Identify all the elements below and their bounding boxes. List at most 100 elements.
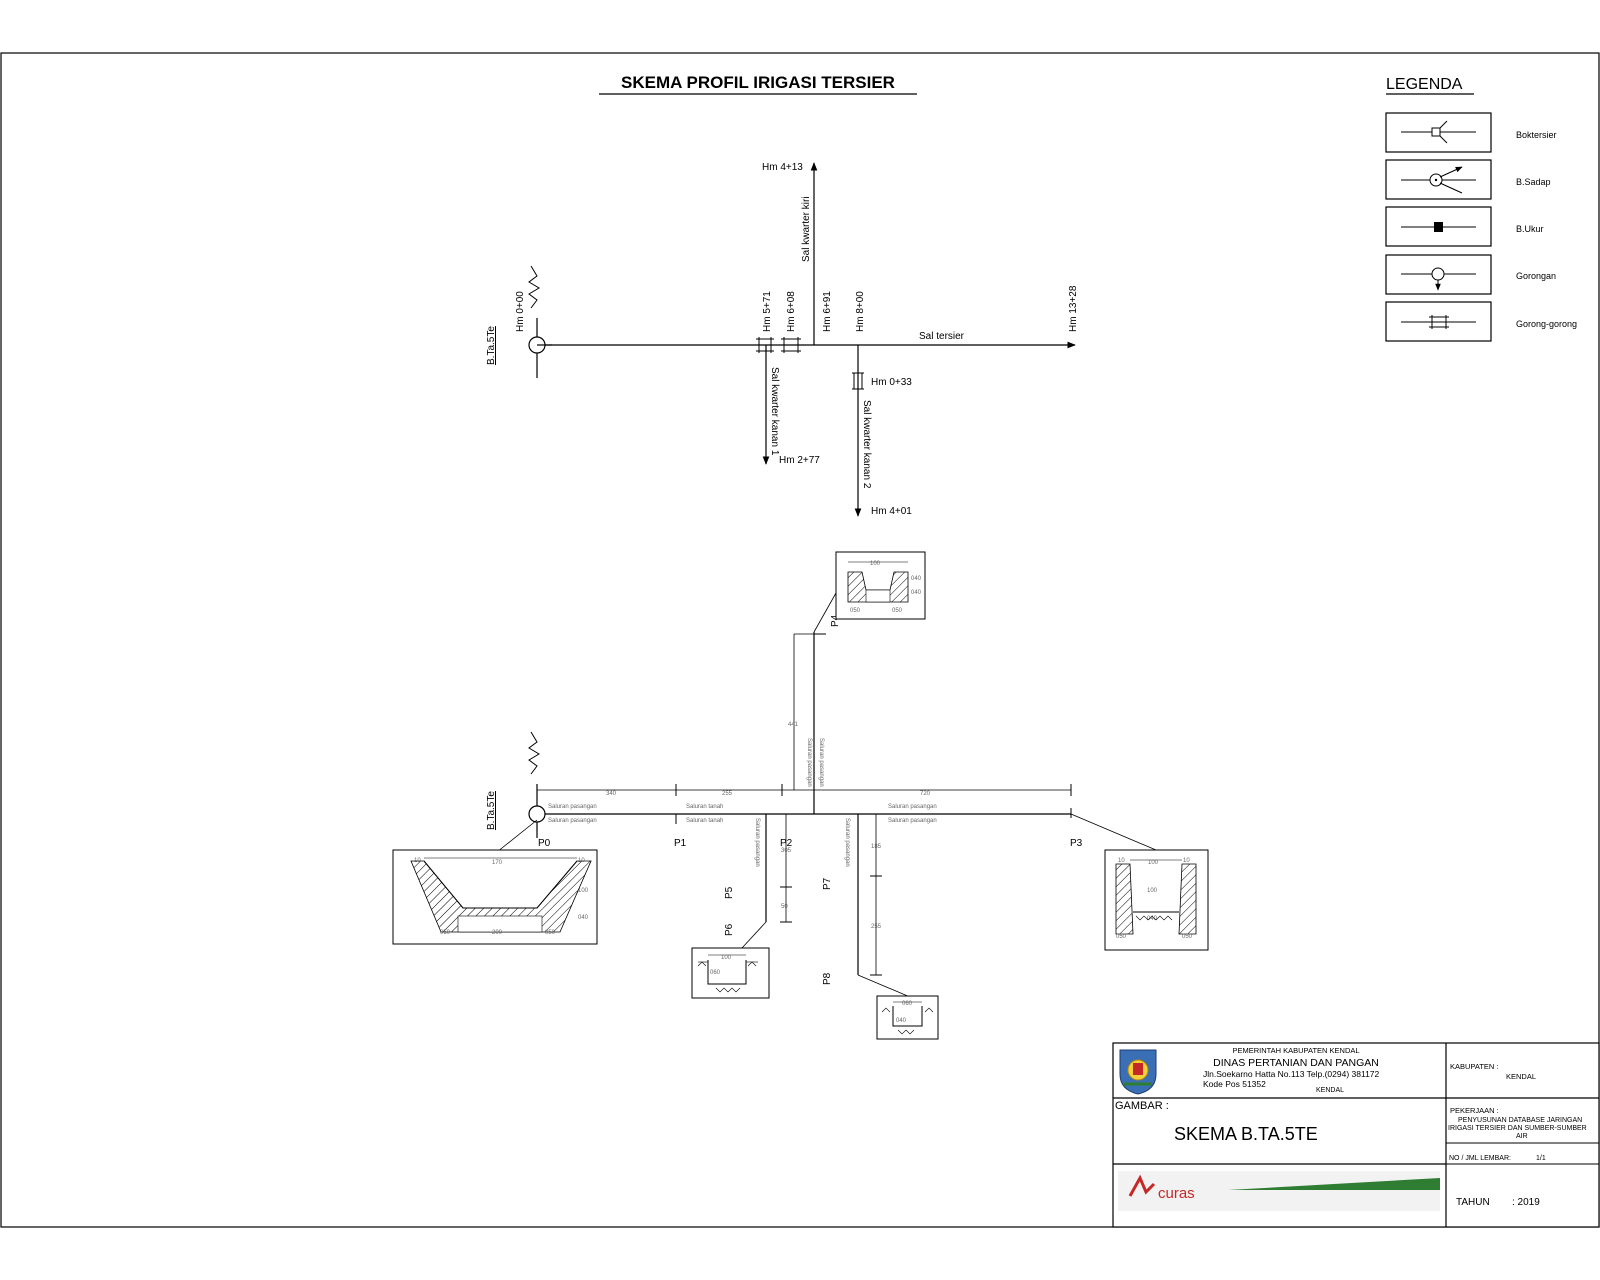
pekerjaan-value: AIR bbox=[1516, 1133, 1528, 1140]
dimension-label: 050 bbox=[1182, 934, 1193, 940]
channel-note: Saluran tanah bbox=[686, 818, 723, 824]
dimension-label: 10 bbox=[578, 858, 585, 864]
lembar-label: NO / JML LEMBAR: bbox=[1449, 1155, 1511, 1162]
dimension-label: 050 bbox=[1116, 934, 1127, 940]
gorong-gorong-icon bbox=[781, 337, 801, 353]
legend: LEGENDA Boktersier B.Sadap B.Ukur Gorong… bbox=[1385, 76, 1577, 342]
building-label: B.Ta.5Te bbox=[486, 791, 497, 830]
address-line-2: Kode Pos 51352 bbox=[1203, 1079, 1266, 1089]
tahun-label: TAHUN bbox=[1456, 1197, 1490, 1208]
channel-note: Saluran pasangan bbox=[806, 738, 812, 787]
section-p3: 100 100 040 050 050 10 10 bbox=[1104, 849, 1209, 951]
channel-note: Saluran pasangan bbox=[754, 818, 760, 867]
address-line-3: KENDAL bbox=[1316, 1087, 1344, 1094]
end-label: Hm 4+13 bbox=[762, 162, 803, 173]
point-label: P8 bbox=[822, 972, 833, 985]
org-line-2: DINAS PERTANIAN DAN PANGAN bbox=[1213, 1057, 1379, 1069]
kabupaten-label: KABUPATEN : bbox=[1450, 1062, 1498, 1071]
dimension-label: 340 bbox=[606, 791, 617, 797]
point-label: P7 bbox=[822, 877, 833, 890]
dimension-label: 170 bbox=[492, 860, 503, 866]
channel-label: Sal tersier bbox=[919, 331, 965, 342]
station-label: Hm 13+28 bbox=[1068, 285, 1079, 332]
channel-note: Saluran pasangan bbox=[888, 804, 937, 810]
gorong-gorong-icon bbox=[852, 372, 864, 390]
kabupaten-value: KENDAL bbox=[1506, 1072, 1536, 1081]
dimension-label: 050 bbox=[850, 608, 861, 614]
dimension-label: 050 bbox=[545, 930, 556, 936]
point-label: P6 bbox=[724, 923, 735, 936]
legend-label: Gorongan bbox=[1516, 271, 1556, 281]
title-block: PEMERINTAH KABUPATEN KENDAL DINAS PERTAN… bbox=[1112, 1042, 1600, 1228]
pekerjaan-value: IRIGASI TERSIER DAN SUMBER-SUMBER bbox=[1448, 1125, 1587, 1132]
point-label: P5 bbox=[724, 886, 735, 899]
dimension-label: 255 bbox=[722, 791, 733, 797]
station-label: Hm 0+00 bbox=[515, 291, 526, 332]
kendal-crest-logo bbox=[1119, 1049, 1157, 1095]
station-label: Hm 6+91 bbox=[822, 291, 833, 332]
legend-title: LEGENDA bbox=[1386, 76, 1463, 93]
channel-note: Saluran pasangan bbox=[818, 738, 824, 787]
org-line-1: PEMERINTAH KABUPATEN KENDAL bbox=[1232, 1046, 1359, 1055]
dimension-label: 720 bbox=[920, 791, 931, 797]
point-label: P2 bbox=[780, 838, 793, 849]
dimension-label: 060 bbox=[710, 970, 721, 976]
dimension-label: 10 bbox=[414, 858, 421, 864]
dimension-label: 100 bbox=[578, 888, 589, 894]
dimension-label: 100 bbox=[721, 955, 732, 961]
dimension-label: 040 bbox=[1147, 916, 1158, 922]
dimension-label: 040 bbox=[911, 576, 922, 582]
dimension-label: 10 bbox=[1183, 858, 1190, 864]
sheet-border bbox=[0, 52, 1600, 1228]
building-label: B.Ta.5Te bbox=[486, 326, 497, 365]
section-p4: 100 040 040 050 050 bbox=[835, 551, 926, 620]
point-label: P3 bbox=[1070, 838, 1083, 849]
dimension-label: 040 bbox=[578, 915, 589, 921]
gambar-value: SKEMA B.TA.5TE bbox=[1174, 1124, 1318, 1144]
dimension-label: 050 bbox=[440, 930, 451, 936]
section-p6: 100 060 bbox=[691, 947, 770, 999]
point-label: P1 bbox=[674, 838, 687, 849]
ukur-icon bbox=[1434, 222, 1443, 232]
channel-label: Sal kwarter kanan 2 bbox=[861, 400, 872, 489]
lower-schematic: Saluran pasangan Saluran pasangan Salura… bbox=[486, 592, 1157, 998]
end-label: Hm 4+01 bbox=[871, 506, 912, 517]
upper-schematic: B.Ta.5Te Hm 0+00 Hm 5+71 Hm 6+08 Hm 6+91… bbox=[486, 162, 1079, 517]
dimension-label: 050 bbox=[892, 608, 903, 614]
lembar-value: 1/1 bbox=[1536, 1155, 1546, 1162]
dimension-label: 255 bbox=[871, 924, 882, 930]
station-label: Hm 8+00 bbox=[855, 291, 866, 332]
dimension-label: 441 bbox=[788, 722, 799, 728]
dimension-label: 060 bbox=[902, 1001, 913, 1007]
channel-note: Saluran pasangan bbox=[844, 818, 850, 867]
channel-label: Sal kwarter kanan 1 bbox=[769, 367, 780, 456]
sadap-symbol-icon bbox=[528, 805, 546, 823]
dimension-label: 100 bbox=[1147, 888, 1158, 894]
consultant-logo: curas bbox=[1118, 1171, 1440, 1211]
station-label: Hm 0+33 bbox=[871, 377, 912, 388]
channel-note: Saluran pasangan bbox=[548, 804, 597, 810]
channel-label: Sal kwarter kiri bbox=[801, 196, 812, 262]
north-arrow-icon bbox=[528, 265, 540, 309]
point-label: P0 bbox=[538, 838, 551, 849]
legend-label: Gorong-gorong bbox=[1516, 319, 1577, 329]
section-p8: 060 040 bbox=[876, 995, 939, 1040]
consultant-logo-text: curas bbox=[1158, 1185, 1195, 1202]
gorongan-icon bbox=[1431, 267, 1445, 281]
gorong-gorong-icon bbox=[756, 337, 774, 353]
station-label: Hm 5+71 bbox=[762, 291, 773, 332]
legend-label: B.Ukur bbox=[1516, 224, 1544, 234]
station-label: Hm 6+08 bbox=[786, 291, 797, 332]
north-arrow-icon bbox=[528, 731, 540, 775]
tahun-value: : 2019 bbox=[1512, 1197, 1540, 1208]
dimension-label: 10 bbox=[1118, 858, 1125, 864]
box-tersier-icon bbox=[1431, 127, 1441, 137]
point-label: P4 bbox=[830, 614, 841, 627]
pekerjaan-label: PEKERJAAN : bbox=[1450, 1106, 1499, 1115]
pekerjaan-value: PENYUSUNAN DATABASE JARINGAN bbox=[1458, 1117, 1582, 1124]
end-label: Hm 2+77 bbox=[779, 455, 820, 466]
dimension-label: 100 bbox=[870, 561, 881, 567]
dimension-label: 100 bbox=[1148, 860, 1159, 866]
legend-label: Boktersier bbox=[1516, 130, 1557, 140]
